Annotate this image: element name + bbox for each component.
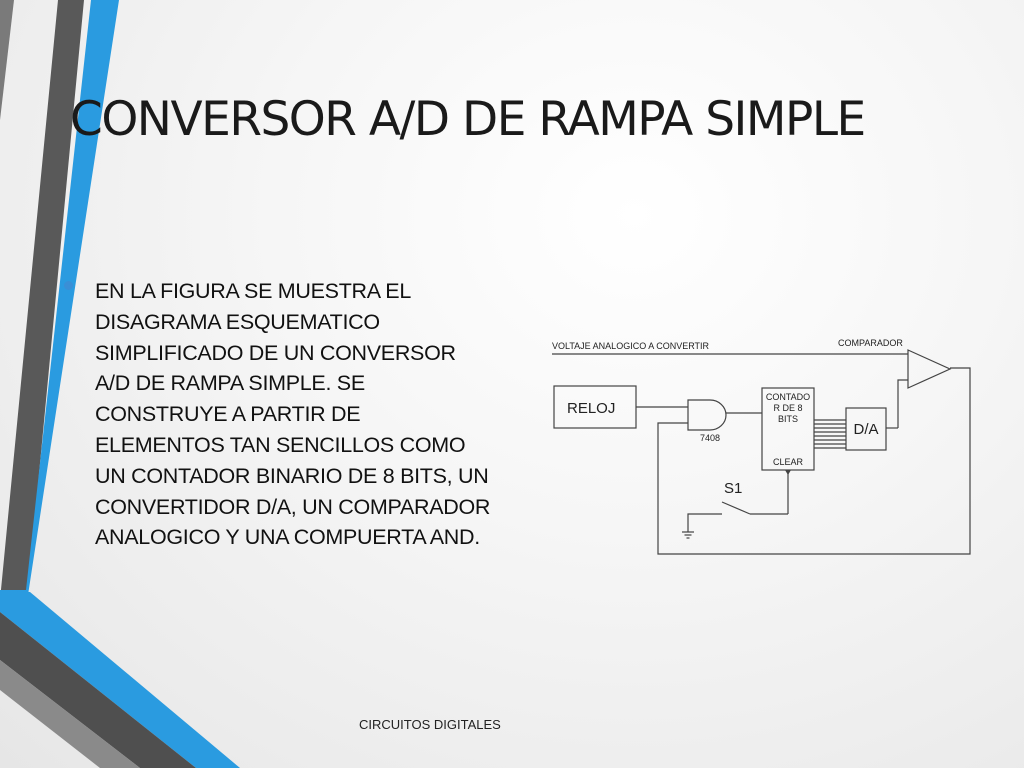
comparator-symbol	[907, 349, 952, 389]
ground-icon	[682, 531, 694, 539]
band-gray-thin	[0, 0, 14, 120]
switch-blade	[721, 501, 751, 515]
circuit-diagram: VOLTAJE ANALOGICO A CONVERTIR COMPARADOR…	[552, 338, 971, 555]
clock-label: RELOJ	[567, 400, 615, 417]
bullet-text: EN LA FIGURA SE MUESTRA EL DISAGRAMA ESQ…	[95, 279, 491, 550]
clear-pin-icon	[785, 470, 791, 475]
gate-label: 7408	[700, 433, 720, 443]
bus-lines	[814, 419, 846, 449]
dac-box	[845, 407, 887, 451]
and-gate-symbol	[687, 399, 727, 431]
comparator-label: COMPARADOR	[838, 338, 903, 348]
counter-label-3: BITS	[778, 414, 798, 424]
ground-wire	[687, 513, 722, 532]
dac-to-comparator-wire	[897, 379, 908, 420]
bullet-dot-icon	[64, 281, 73, 290]
counter-label-2: R DE 8	[773, 403, 802, 413]
band-dark-bottom	[0, 612, 196, 768]
counter-clear-label: CLEAR	[773, 457, 804, 467]
band-light-bottom	[0, 660, 140, 768]
dac-label: D/A	[853, 421, 878, 438]
input-label: VOLTAJE ANALOGICO A CONVERTIR	[552, 341, 710, 351]
band-dark-top	[0, 0, 84, 600]
band-blue-bottom	[0, 590, 240, 768]
band-blue-top	[0, 0, 119, 595]
slide-title: CONVERSOR A/D DE RAMPA SIMPLE	[70, 92, 866, 147]
slide-footer: CIRCUITOS DIGITALES	[359, 717, 501, 732]
counter-label-1: CONTADO	[766, 392, 810, 402]
feedback-wire	[657, 367, 971, 555]
switch-label: S1	[724, 480, 742, 497]
